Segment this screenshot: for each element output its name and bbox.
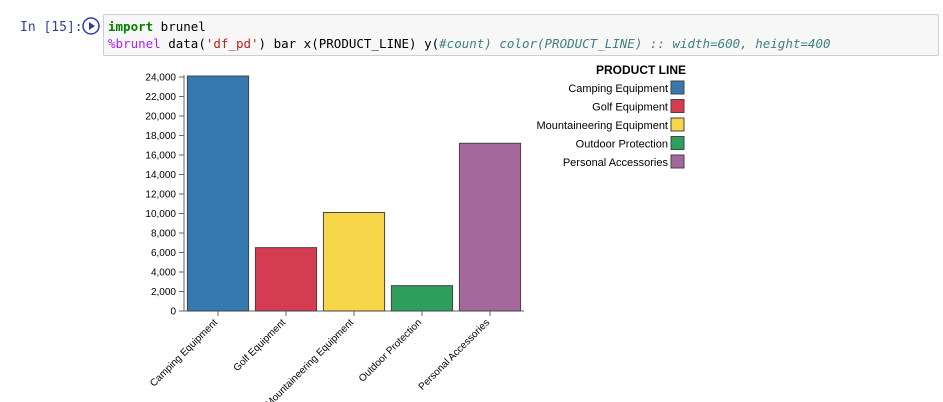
y-tick-label: 8,000 [151,229,176,240]
code-cell-input[interactable]: import brunel%brunel data('df_pd') bar x… [103,14,939,56]
code-magic-command: %brunel [108,36,161,51]
code-comment-spec: #count) color(PRODUCT_LINE) :: width=600… [439,36,831,51]
legend-label: Mountaineering Equipment [537,120,668,132]
bar [186,75,250,312]
legend-swatch [670,136,685,150]
cell-prompt: In [15]: [20,20,83,35]
run-cell-icon[interactable] [82,17,100,35]
bar [390,285,454,312]
y-tick-label: 22,000 [145,92,176,103]
legend-swatch [670,99,685,113]
code-line-1: import brunel [108,18,934,35]
x-tick-label: Golf Equipment [232,317,289,374]
y-tick-label: 10,000 [145,209,176,220]
bar [254,247,318,312]
legend-label: Golf Equipment [592,102,668,114]
code-string-literal: 'df_pd' [205,36,259,51]
legend-title: PRODUCT LINE [596,63,686,77]
y-tick-label: 12,000 [145,190,176,201]
y-tick-label: 0 [170,307,176,318]
bar [322,212,386,312]
bar [458,142,522,312]
code-data-call: data( [160,36,206,51]
x-tick-label: Outdoor Protection [357,317,424,384]
y-tick-label: 16,000 [145,151,176,162]
legend-swatch [670,154,685,169]
legend-swatch [670,117,685,132]
code-bar-spec: ) bar x(PRODUCT_LINE) y( [258,36,440,51]
legend-label: Personal Accessories [563,157,669,169]
x-tick-label: Personal Accessories [417,317,492,392]
bar-chart: 0 2,000 4,000 6,000 8,000 10,000 12,000 14,000 1… [145,63,686,402]
y-tick-label: 4,000 [151,268,176,279]
y-tick-label: 14,000 [145,170,176,181]
code-import-keyword: import [108,19,154,34]
code-line-2: %brunel data('df_pd') bar x(PRODUCT_LINE… [108,35,934,52]
y-tick-label: 6,000 [151,248,176,259]
y-tick-label: 18,000 [145,131,176,142]
code-module-name: brunel [153,19,206,34]
y-tick-label: 20,000 [145,112,176,123]
legend-label: Camping Equipment [568,83,668,95]
x-tick-label: Camping Equipment [148,317,220,389]
y-tick-label: 24,000 [145,73,176,84]
legend-label: Outdoor Protection [576,139,668,151]
y-tick-label: 2,000 [151,287,176,298]
legend-swatch [670,80,685,95]
